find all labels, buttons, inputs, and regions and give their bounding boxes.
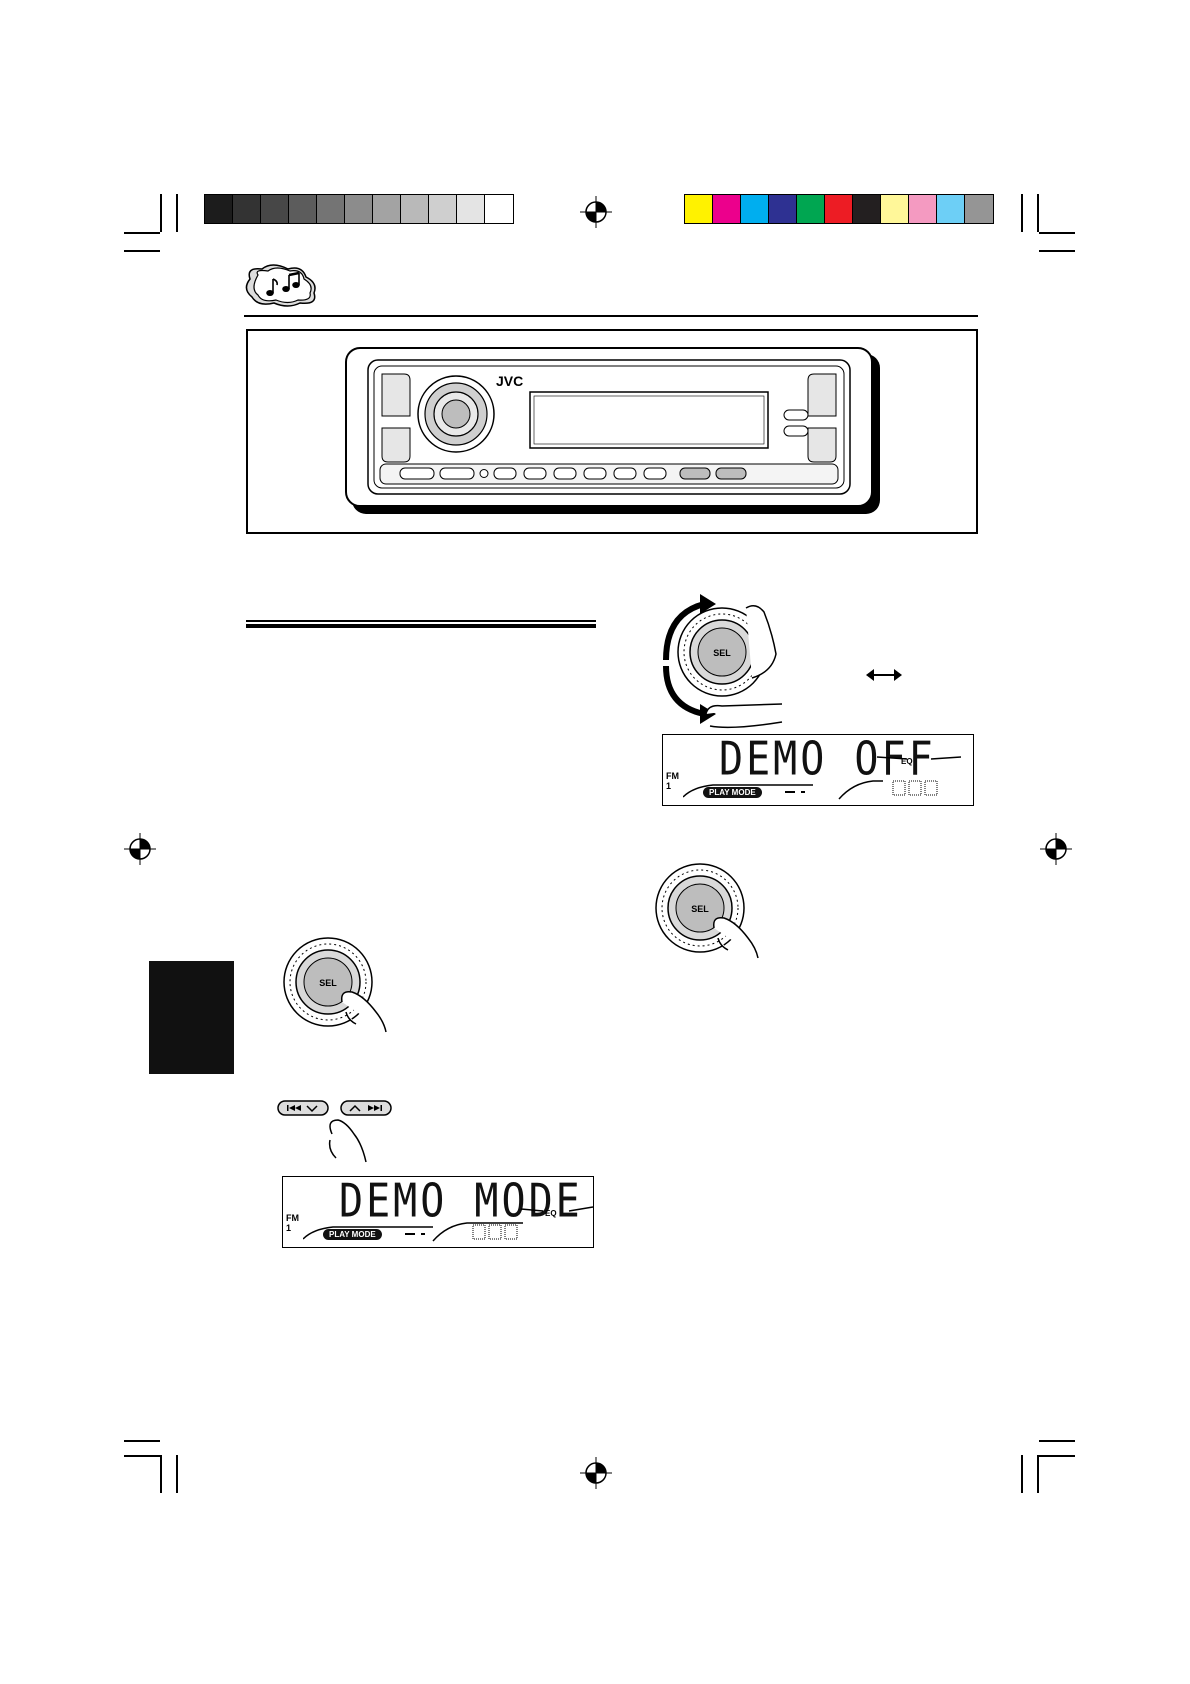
color-swatch bbox=[741, 195, 769, 223]
gray-swatch bbox=[485, 195, 513, 223]
lcd-main-text: DEMO OFF bbox=[719, 733, 936, 786]
music-notes-icon bbox=[245, 264, 316, 307]
gray-swatch bbox=[261, 195, 289, 223]
lcd-display-demo-off: DEMO OFF FM 1 PLAY MODE EQ bbox=[662, 733, 974, 806]
eq-indicator: EQ bbox=[901, 757, 913, 766]
color-swatch bbox=[853, 195, 881, 223]
gray-swatch bbox=[233, 195, 261, 223]
eq-wings-icon bbox=[521, 1206, 593, 1212]
lcd-display-demo-mode: DEMO MODE FM 1 PLAY MODE EQ bbox=[282, 1175, 594, 1248]
section-rule bbox=[246, 620, 596, 622]
crosshair-target-icon bbox=[124, 833, 156, 865]
color-swatch bbox=[937, 195, 965, 223]
language-thumb-tab bbox=[149, 961, 234, 1074]
play-mode-indicator: PLAY MODE bbox=[323, 1229, 382, 1240]
color-swatch bbox=[685, 195, 713, 223]
band-indicator: FM 1 bbox=[286, 1213, 299, 1233]
rotate-knob-illustration: SEL bbox=[652, 590, 802, 730]
gray-swatch bbox=[289, 195, 317, 223]
gray-swatch bbox=[345, 195, 373, 223]
color-swatch bbox=[769, 195, 797, 223]
gray-swatch bbox=[429, 195, 457, 223]
color-swatch bbox=[909, 195, 937, 223]
color-swatch bbox=[825, 195, 853, 223]
eq-wings-icon bbox=[877, 756, 961, 760]
gray-calibration-bar bbox=[204, 194, 514, 224]
section-rule-thick bbox=[246, 624, 596, 628]
unit-illustration-frame bbox=[246, 329, 978, 534]
finger-press-icon bbox=[328, 1119, 367, 1163]
lcd-main-text: DEMO MODE bbox=[339, 1175, 583, 1228]
svg-text:SEL: SEL bbox=[691, 904, 709, 914]
rotate-arrows-icon bbox=[663, 594, 716, 724]
gray-swatch bbox=[401, 195, 429, 223]
press-knob-illustration-right: SEL bbox=[652, 860, 762, 960]
brand-logo: JVC bbox=[496, 373, 523, 389]
band-indicator: FM 1 bbox=[666, 771, 679, 791]
up-skip-forward-icon bbox=[340, 1100, 392, 1116]
color-calibration-bar bbox=[684, 194, 994, 224]
press-knob-illustration-left: SEL bbox=[280, 934, 390, 1034]
gray-swatch bbox=[373, 195, 401, 223]
color-swatch bbox=[713, 195, 741, 223]
sel-knob: SEL bbox=[677, 607, 767, 697]
skip-back-down-icon bbox=[277, 1100, 329, 1116]
left-right-arrow-icon bbox=[866, 669, 902, 681]
header-rule bbox=[244, 315, 978, 317]
finger-press-icon bbox=[340, 990, 387, 1033]
svg-text:SEL: SEL bbox=[713, 648, 731, 658]
crosshair-target-icon bbox=[580, 1457, 612, 1489]
color-swatch bbox=[881, 195, 909, 223]
lcd-level-bars bbox=[303, 1222, 523, 1242]
svg-text:SEL: SEL bbox=[319, 978, 337, 988]
play-mode-indicator: PLAY MODE bbox=[703, 787, 762, 798]
finger-press-icon bbox=[712, 916, 759, 959]
gray-swatch bbox=[457, 195, 485, 223]
gray-swatch bbox=[317, 195, 345, 223]
car-stereo-faceplate: JVC bbox=[345, 347, 880, 514]
color-swatch bbox=[965, 195, 993, 223]
thumb-icon bbox=[705, 703, 783, 729]
lcd-level-bars bbox=[683, 780, 938, 800]
eq-indicator: EQ bbox=[545, 1209, 557, 1218]
crosshair-target-icon bbox=[580, 196, 612, 228]
hand-finger-icon bbox=[745, 605, 777, 679]
gray-swatch bbox=[205, 195, 233, 223]
color-swatch bbox=[797, 195, 825, 223]
crosshair-target-icon bbox=[1040, 833, 1072, 865]
